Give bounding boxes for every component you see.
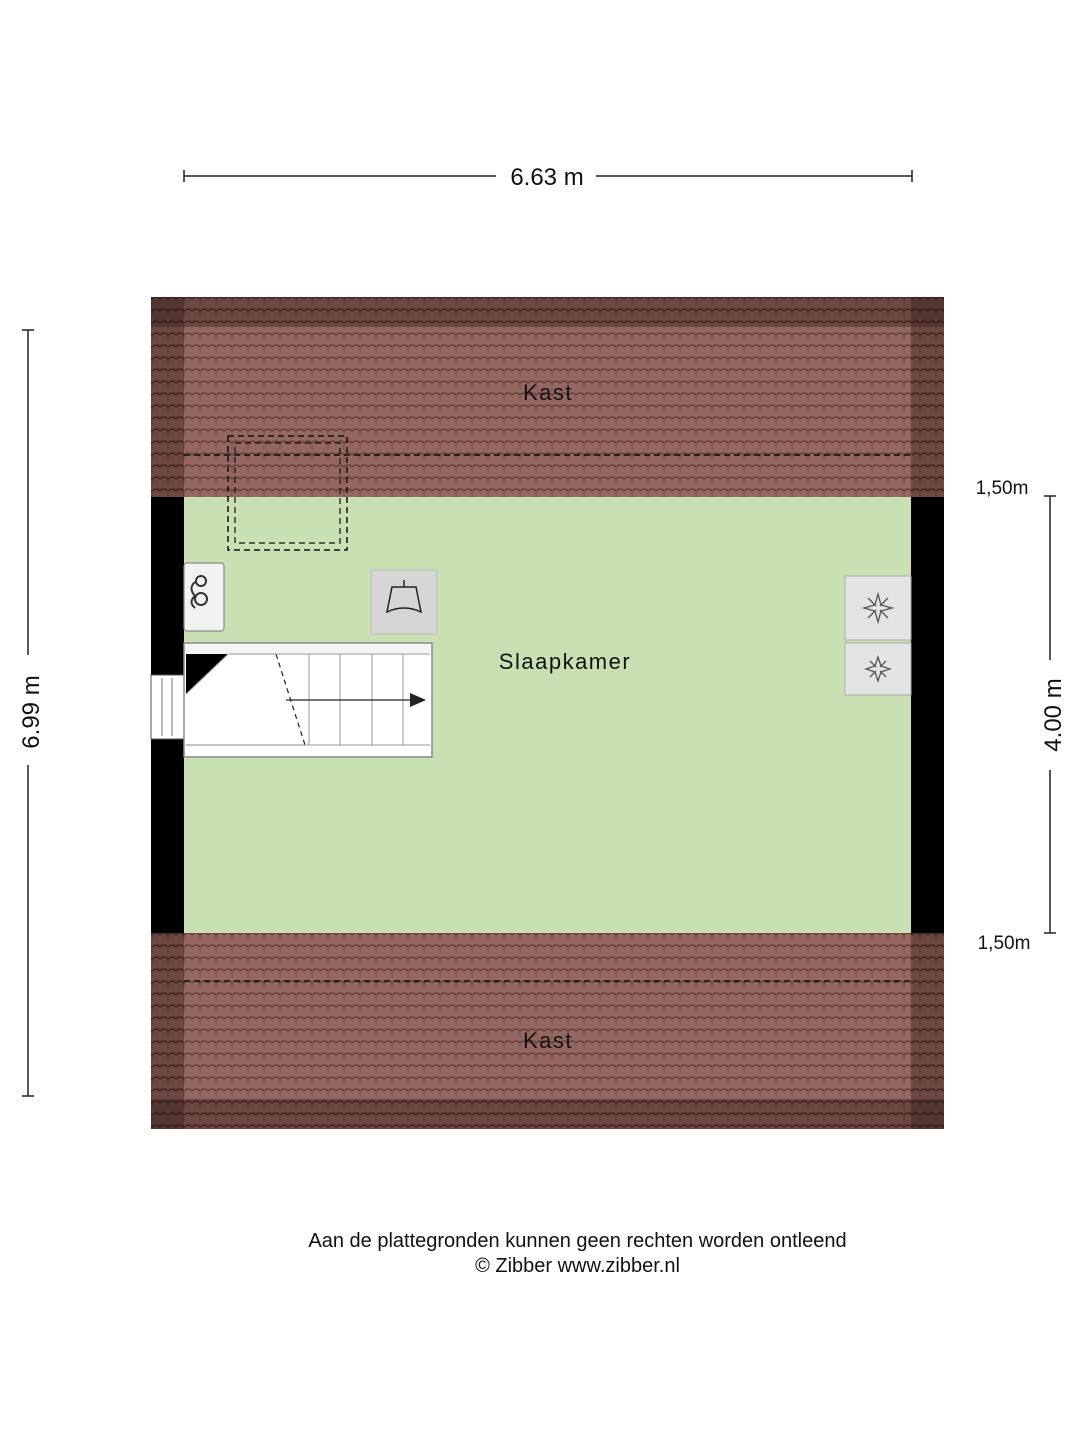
right-dimension: 4.00 m 1,50m 1,50m <box>976 478 1067 954</box>
ventilation-unit-bottom <box>844 642 912 696</box>
width-dimension: 6.63 m <box>183 164 913 191</box>
skylight-outline <box>227 435 348 551</box>
ventilation-unit-top <box>844 575 912 641</box>
height-label: 6.99 m <box>18 675 45 748</box>
right-top-label: 1,50m <box>976 478 1029 499</box>
boiler-icon <box>183 562 225 632</box>
stair-arrow-icon <box>410 693 426 707</box>
bottom-storage-label: Kast <box>523 1028 573 1053</box>
bottom-storage-area: Kast <box>151 933 944 1129</box>
lamp-icon <box>370 569 438 635</box>
walls <box>151 497 944 933</box>
height-dimension: 6.99 m <box>18 329 45 1097</box>
right-middle-label: 4.00 m <box>1040 678 1067 751</box>
right-bottom-label: 1,50m <box>978 933 1031 954</box>
width-label: 6.63 m <box>510 164 583 191</box>
top-storage-area: Kast <box>151 297 944 497</box>
copyright-text: © Zibber www.zibber.nl <box>475 1255 680 1277</box>
left-wall-window <box>150 674 185 740</box>
disclaimer-text: Aan de plattegronden kunnen geen rechten… <box>308 1230 847 1252</box>
bedroom-label: Slaapkamer <box>499 649 631 674</box>
top-storage-label: Kast <box>523 380 573 405</box>
staircase <box>183 642 433 758</box>
